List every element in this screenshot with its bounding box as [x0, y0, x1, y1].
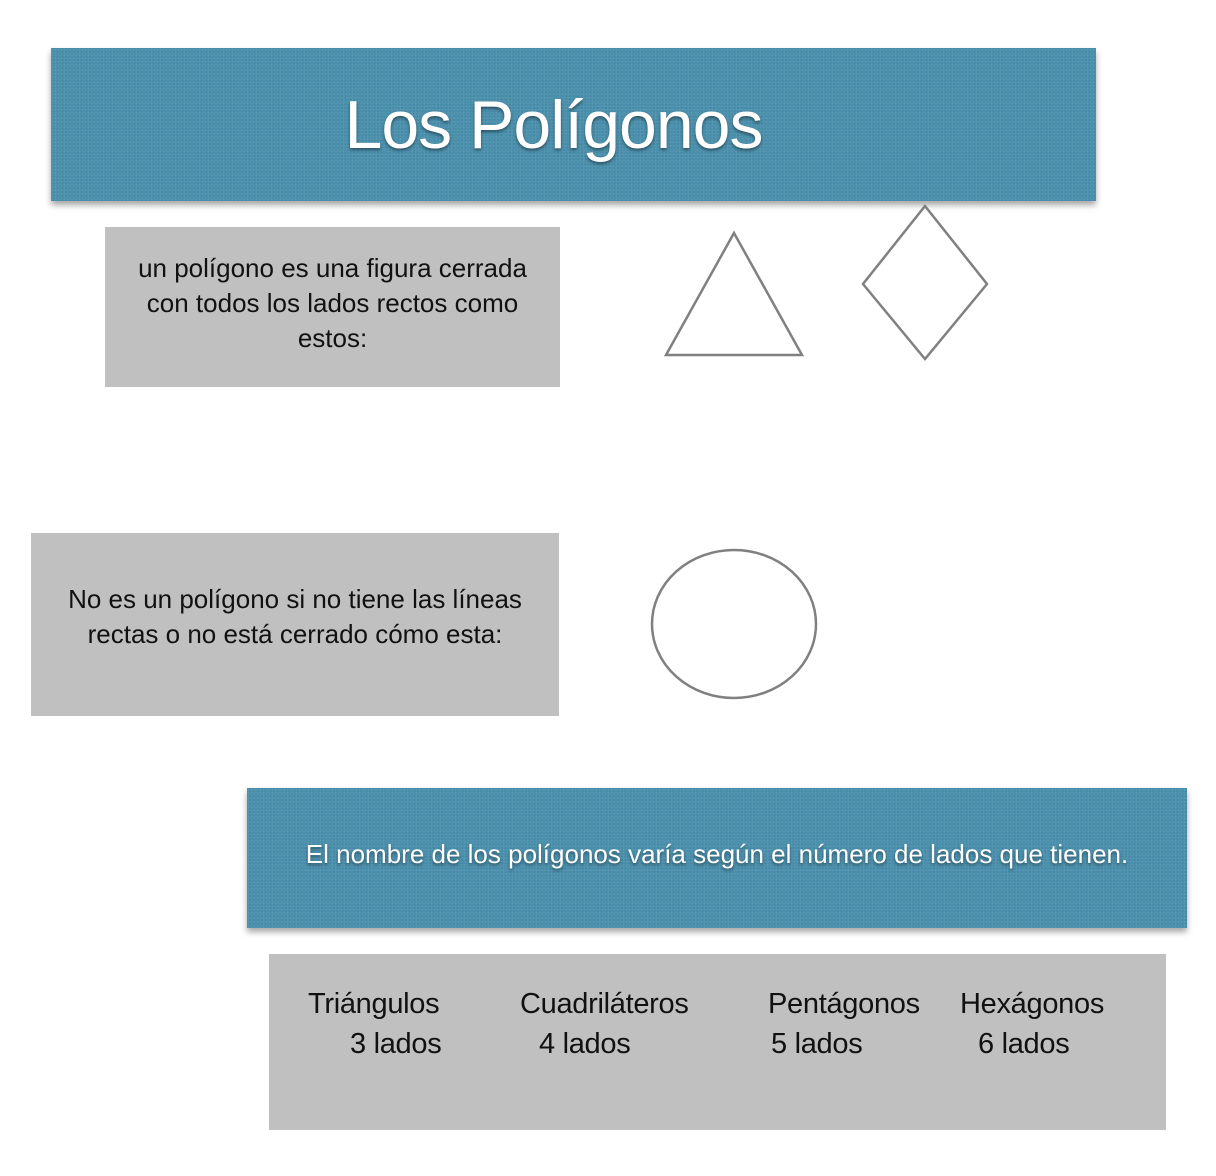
- page-title: Los Polígonos: [344, 86, 764, 163]
- non-polygon-box: No es un polígono si no tiene las líneas…: [31, 533, 559, 716]
- type-pentagonos: Pentágonos 5 lados: [768, 984, 920, 1064]
- type-name: Triángulos: [308, 988, 440, 1020]
- type-sides: 6 lados: [978, 1028, 1070, 1060]
- polygon-types-box: Triángulos 3 lados Cuadriláteros 4 lados…: [269, 954, 1166, 1130]
- type-name: Hexágonos: [960, 988, 1105, 1020]
- non-polygon-text: No es un polígono si no tiene las líneas…: [68, 583, 522, 649]
- definition-box: un polígono es una figura cerrada con to…: [105, 227, 560, 387]
- type-cuadrilateros: Cuadriláteros 4 lados: [520, 984, 689, 1064]
- naming-text: El nombre de los polígonos varía según e…: [305, 838, 1129, 869]
- naming-banner: El nombre de los polígonos varía según e…: [247, 788, 1187, 928]
- type-sides: 4 lados: [539, 1028, 631, 1060]
- triangle-icon: [663, 230, 805, 357]
- title-banner: Los Polígonos: [51, 48, 1096, 201]
- type-sides: 5 lados: [771, 1028, 863, 1060]
- type-sides: 3 lados: [350, 1028, 442, 1060]
- rhombus-icon: [861, 203, 989, 361]
- type-name: Pentágonos: [768, 988, 920, 1020]
- definition-text: un polígono es una figura cerrada con to…: [138, 252, 527, 353]
- type-hexagonos: Hexágonos 6 lados: [960, 984, 1104, 1064]
- type-triangulos: Triángulos 3 lados: [308, 984, 442, 1064]
- circle-icon: [650, 548, 818, 700]
- type-name: Cuadriláteros: [520, 988, 689, 1020]
